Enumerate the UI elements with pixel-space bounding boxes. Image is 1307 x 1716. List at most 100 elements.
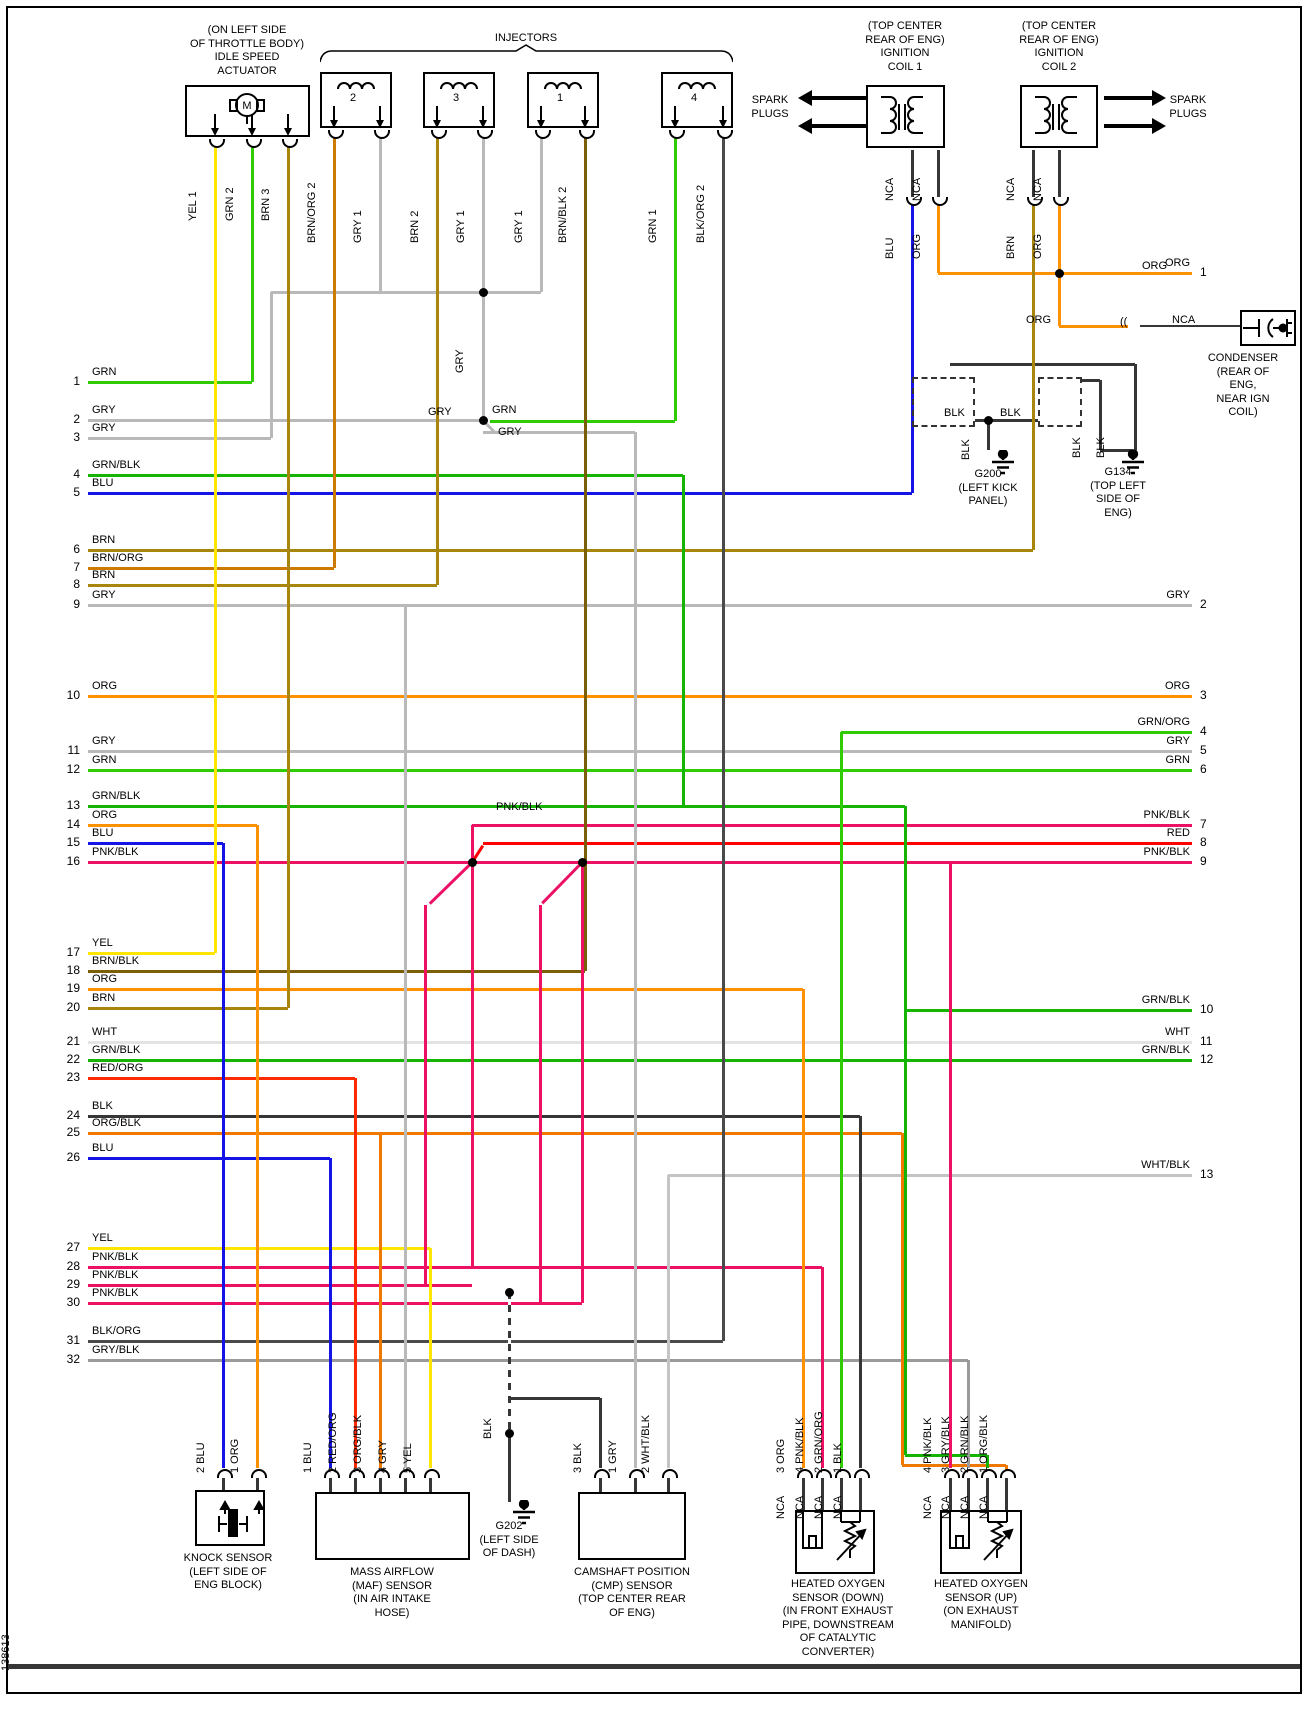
wire-label: 3 ORG bbox=[775, 1438, 787, 1473]
row-wire-label: ORG bbox=[1164, 680, 1190, 692]
connector-arc-icon bbox=[209, 139, 225, 148]
connector-arc-icon bbox=[579, 130, 595, 139]
wire-label: 4 GRY bbox=[377, 1440, 389, 1473]
row-number-right: 9 bbox=[1200, 854, 1207, 868]
wire-label: ORG bbox=[1032, 233, 1044, 259]
connector-arc-icon bbox=[1000, 1469, 1016, 1478]
wire-label: 1 GRY bbox=[607, 1440, 619, 1473]
connector-dashed-box bbox=[1038, 377, 1082, 427]
svg-text:M: M bbox=[242, 100, 251, 112]
wire bbox=[948, 862, 952, 1468]
arrow-down-icon bbox=[247, 114, 257, 136]
wire bbox=[666, 1175, 670, 1468]
wire bbox=[88, 1040, 1192, 1044]
wire-label: 1 BLK bbox=[832, 1443, 844, 1473]
connector-arc-icon bbox=[1027, 197, 1043, 206]
wire bbox=[88, 841, 223, 845]
row-wire-label: ORG bbox=[92, 680, 118, 692]
wire-label: BLK bbox=[1000, 407, 1021, 419]
row-number-left: 31 bbox=[66, 1333, 80, 1347]
row-wire-label: GRN/BLK bbox=[92, 1044, 141, 1056]
wire-label: 5 YEL bbox=[402, 1443, 414, 1473]
connector-arc-icon bbox=[594, 1469, 610, 1478]
wire bbox=[328, 1158, 332, 1468]
row-number-left: 15 bbox=[66, 835, 80, 849]
wire bbox=[88, 1131, 902, 1135]
wire bbox=[88, 603, 1192, 607]
wire-label: ORG bbox=[911, 233, 923, 259]
row-wire-label: GRN bbox=[92, 366, 117, 378]
wire bbox=[801, 1477, 805, 1510]
row-number-left: 4 bbox=[73, 467, 80, 481]
wire bbox=[88, 1301, 582, 1305]
wire bbox=[1133, 364, 1137, 450]
connector-arc-icon bbox=[217, 1469, 233, 1478]
junction-dot bbox=[983, 415, 993, 425]
row-number-right: 10 bbox=[1200, 1002, 1214, 1016]
connector-arc-icon bbox=[399, 1469, 415, 1478]
row-wire-label: RED bbox=[1166, 827, 1190, 839]
arrow-down-icon bbox=[432, 106, 442, 128]
wire bbox=[583, 137, 587, 971]
arrow-down-icon bbox=[283, 114, 293, 136]
connector-arc-icon bbox=[932, 197, 948, 206]
row-wire-label: BRN bbox=[92, 534, 116, 546]
row-number-left: 16 bbox=[66, 854, 80, 868]
row-wire-label: GRY bbox=[92, 422, 116, 434]
row-number-left: 23 bbox=[66, 1070, 80, 1084]
wire bbox=[269, 292, 273, 438]
wire-label: BLK bbox=[1071, 437, 1083, 458]
wire-label: 1 bbox=[557, 92, 564, 104]
wire-label: ORG bbox=[1026, 314, 1052, 326]
wire bbox=[481, 292, 485, 420]
wire bbox=[88, 436, 271, 440]
wire-label: PNK/BLK bbox=[496, 801, 543, 813]
wire bbox=[668, 1173, 1192, 1177]
row-number-right: 5 bbox=[1200, 743, 1207, 757]
ground-icon bbox=[988, 450, 1018, 478]
connector-arc-icon bbox=[629, 1469, 645, 1478]
wire bbox=[88, 380, 252, 384]
wire-label: BLK bbox=[944, 407, 965, 419]
row-wire-label: BRN/BLK bbox=[92, 955, 140, 967]
wire bbox=[271, 290, 541, 294]
row-wire-label: BLU bbox=[92, 477, 114, 489]
row-wire-label: PNK/BLK bbox=[92, 846, 139, 858]
row-wire-label: ORG bbox=[92, 973, 118, 985]
wire-label: NCA bbox=[922, 1495, 934, 1519]
wire bbox=[88, 823, 257, 827]
wire bbox=[966, 1360, 970, 1468]
row-wire-label: ORG bbox=[1164, 257, 1190, 269]
wire-label: BRN bbox=[1005, 235, 1017, 259]
wire bbox=[936, 203, 940, 273]
component-caption: G200 (LEFT KICK PANEL) bbox=[958, 468, 1018, 507]
wire-label: 2 RED/ORG bbox=[327, 1412, 339, 1473]
wire-label: BLK bbox=[482, 1418, 494, 1439]
wire-label: NCA bbox=[1172, 314, 1196, 326]
wire-label: 1 ORG/BLK bbox=[978, 1414, 990, 1473]
wire bbox=[332, 137, 336, 568]
wire-label: GRN 1 bbox=[647, 209, 659, 243]
row-number-left: 7 bbox=[73, 560, 80, 574]
wire bbox=[1098, 380, 1102, 450]
spark-plug-wire bbox=[810, 96, 866, 100]
wire-label: BRN 3 bbox=[260, 188, 272, 221]
connector-arc-icon bbox=[246, 139, 262, 148]
row-wire-label: PNK/BLK bbox=[92, 1251, 139, 1263]
row-wire-label: GRY/BLK bbox=[92, 1344, 140, 1356]
wire bbox=[598, 1477, 602, 1492]
wire bbox=[428, 1477, 432, 1492]
wire bbox=[88, 491, 912, 495]
row-wire-label: WHT/BLK bbox=[1141, 1159, 1190, 1171]
wire bbox=[507, 1433, 511, 1502]
spark-plug-wire bbox=[1104, 96, 1160, 100]
connector-arc-icon bbox=[251, 1469, 267, 1478]
row-number-left: 9 bbox=[73, 597, 80, 611]
wire bbox=[378, 1133, 382, 1468]
wire-label: 2 bbox=[350, 92, 357, 104]
connector-arc-icon bbox=[816, 1469, 832, 1478]
wire-label: (( bbox=[1120, 316, 1128, 328]
row-number-left: 8 bbox=[73, 577, 80, 591]
wire-label: 1 ORG bbox=[229, 1438, 241, 1473]
